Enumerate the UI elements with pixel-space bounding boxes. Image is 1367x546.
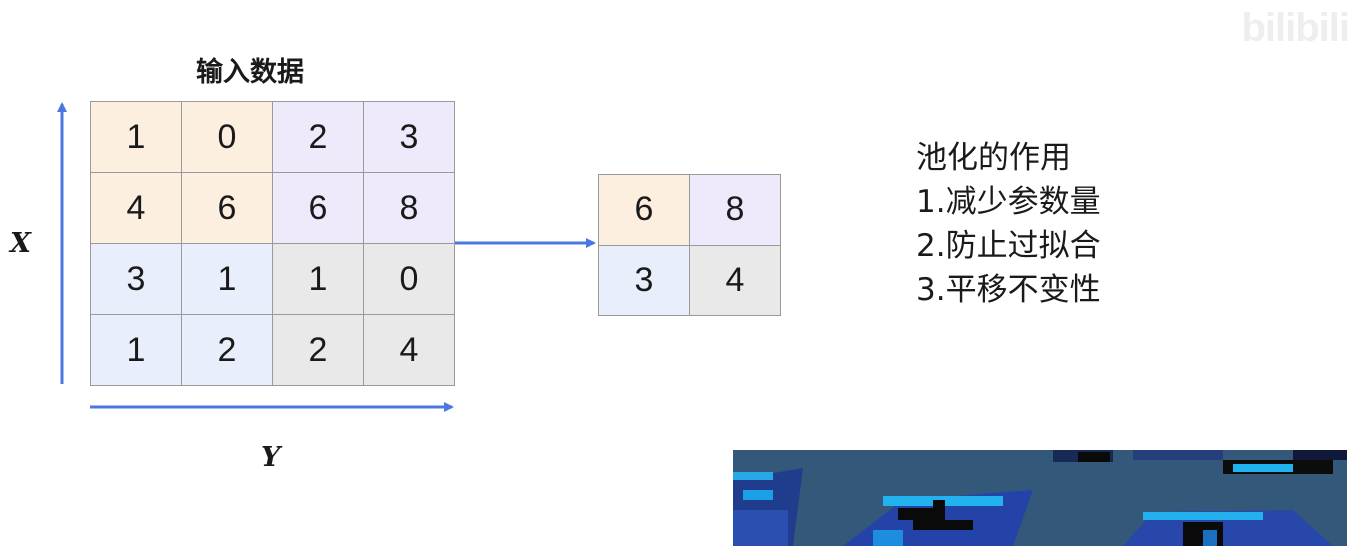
output-cell: 8: [690, 175, 781, 246]
output-cell: 6: [599, 175, 690, 246]
input-cell: 0: [364, 244, 455, 315]
input-cell: 8: [364, 173, 455, 244]
input-cell: 0: [182, 102, 273, 173]
output-cell: 3: [599, 245, 690, 316]
input-data-title: 输入数据: [196, 57, 304, 88]
input-cell: 1: [273, 244, 364, 315]
input-cell: 4: [91, 173, 182, 244]
input-cell: 2: [273, 102, 364, 173]
bilibili-watermark: bilibili: [1241, 6, 1350, 50]
pooling-notes: 池化的作用 1.减少参数量 2.防止过拟合 3.平移不变性: [916, 136, 1101, 312]
input-cell: 2: [182, 315, 273, 386]
input-cell: 1: [182, 244, 273, 315]
output-cell: 4: [690, 245, 781, 316]
notes-item: 1.减少参数量: [916, 184, 1101, 220]
x-axis-label: X: [10, 228, 31, 259]
input-cell: 4: [364, 315, 455, 386]
input-cell: 3: [91, 244, 182, 315]
input-cell: 1: [91, 102, 182, 173]
input-cell: 1: [91, 315, 182, 386]
video-thumbnail[interactable]: [733, 450, 1347, 546]
output-matrix: 6 8 3 4: [598, 174, 781, 316]
notes-item: 3.平移不变性: [916, 272, 1101, 308]
notes-heading: 池化的作用: [916, 140, 1071, 176]
y-axis-label: Y: [261, 442, 281, 473]
input-cell: 2: [273, 315, 364, 386]
notes-item: 2.防止过拟合: [916, 228, 1101, 264]
input-cell: 6: [273, 173, 364, 244]
input-matrix: 1 0 2 3 4 6 6 8 3 1 1 0 1 2 2 4: [90, 101, 455, 386]
input-cell: 3: [364, 102, 455, 173]
input-cell: 6: [182, 173, 273, 244]
pixel-art-graphic: [733, 450, 1347, 546]
